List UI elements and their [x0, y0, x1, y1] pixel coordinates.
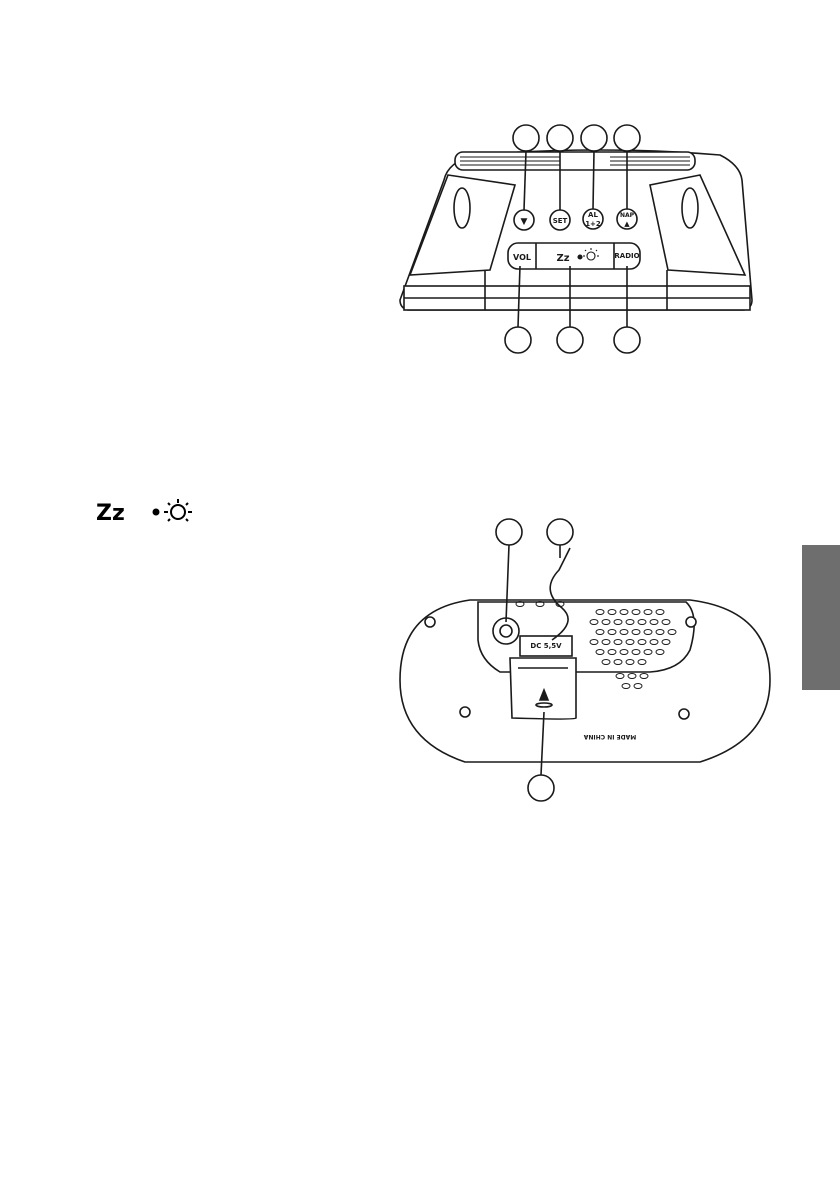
up-symbol: ▲ — [624, 220, 630, 228]
side-tab — [802, 545, 840, 690]
top-view-diagram — [400, 125, 752, 353]
callout-circle — [547, 125, 573, 151]
nap-label: NAP — [620, 212, 635, 219]
callout-circle — [505, 327, 531, 353]
screw — [425, 617, 435, 627]
snooze-light-icon: Zz — [96, 496, 206, 528]
screw — [686, 617, 696, 627]
set-label: SET — [553, 217, 568, 225]
made-in-label: MADE IN CHINA — [583, 733, 636, 740]
radio-label: RADIO — [614, 252, 639, 260]
callout-circle — [614, 125, 640, 151]
screw — [679, 709, 689, 719]
callout-circle — [557, 327, 583, 353]
back-view-diagram — [400, 519, 770, 801]
alarm-label-2: 1+2 — [585, 220, 601, 228]
callout-circle — [547, 519, 573, 545]
dc-label: DC 5,5V — [530, 642, 562, 650]
snooze-zz-label: Zz — [96, 501, 125, 526]
vol-label: VOL — [513, 253, 531, 262]
battery-compartment[interactable] — [510, 658, 576, 719]
callout-circle — [513, 125, 539, 151]
callout-circle — [496, 519, 522, 545]
alarm-label-1: AL — [588, 211, 598, 219]
callout-circle — [581, 125, 607, 151]
down-symbol: ▼ — [521, 217, 528, 227]
callout-circle — [614, 327, 640, 353]
screw — [460, 707, 470, 717]
callout-circle — [528, 775, 554, 801]
snooze-label: Zz — [556, 253, 569, 264]
